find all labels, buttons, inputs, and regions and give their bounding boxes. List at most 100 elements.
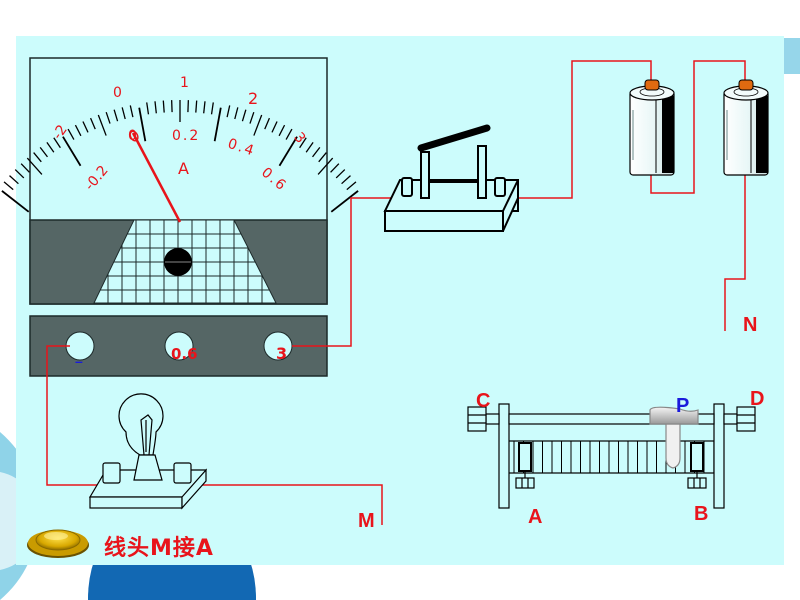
scale-tick xyxy=(129,105,134,118)
scale-tick xyxy=(318,152,327,163)
scale-tick xyxy=(346,181,357,191)
scale-tick xyxy=(210,102,214,115)
scale-tick xyxy=(305,142,314,153)
scale-tick xyxy=(89,117,96,130)
terminal-label-3: 3 xyxy=(276,344,287,363)
scale-tick xyxy=(203,101,206,114)
scale-tick xyxy=(53,137,61,149)
scale-tick xyxy=(74,124,82,137)
scale-tick xyxy=(234,107,239,120)
wire-ammeter-to-switch xyxy=(292,197,400,347)
upper-scale-label: 0 xyxy=(113,85,122,101)
scale-tick xyxy=(20,163,30,173)
bulb-base-front xyxy=(89,496,183,509)
scale-tick xyxy=(285,128,293,140)
scale-tick xyxy=(3,181,14,191)
scale-tick xyxy=(33,152,42,163)
scale-tick xyxy=(195,100,198,113)
scale-tick xyxy=(278,136,298,167)
rheostat-label-b: B xyxy=(694,503,708,525)
scale-tick xyxy=(9,175,19,185)
battery-cell xyxy=(723,79,769,176)
scale-tick xyxy=(335,169,346,179)
scale-tick xyxy=(154,101,157,114)
rheostat-label-a: A xyxy=(528,506,542,528)
rheostat-left-post xyxy=(498,403,510,509)
lower-scale-label: 0 xyxy=(128,128,137,144)
scale-tick xyxy=(162,100,165,113)
bulb-terminal-left xyxy=(102,462,121,484)
terminal-label-negative: – xyxy=(75,353,83,369)
scale-tick xyxy=(226,105,231,118)
rheostat-slider-p[interactable] xyxy=(649,406,699,425)
bulb-socket xyxy=(133,454,163,481)
terminal-0-6[interactable] xyxy=(164,331,194,361)
switch-terminal-left xyxy=(401,177,413,197)
scale-tick xyxy=(299,137,307,149)
scale-tick xyxy=(14,169,25,179)
wire-battery1-to-battery2 xyxy=(650,60,746,194)
wire-battery2-to-n xyxy=(724,175,746,331)
ammeter: -2 0 1 2 3 -0.2 0 0.2 0.4 0.6 A – 0.6 3 xyxy=(1,57,359,377)
ammeter-unit-label: A xyxy=(178,159,189,178)
scale-tick xyxy=(241,109,247,122)
terminal-label-0-6: 0.6 xyxy=(171,345,198,363)
ammeter-scale-ticks xyxy=(1,100,359,213)
wire-switch-to-battery1 xyxy=(497,60,652,199)
scale-tick xyxy=(264,117,271,130)
ammeter-needle xyxy=(131,132,182,223)
scale-tick xyxy=(121,107,126,120)
scale-tick xyxy=(113,109,119,122)
scale-tick xyxy=(312,146,321,158)
switch-base-front xyxy=(384,210,504,232)
bulb-base-side xyxy=(181,468,207,510)
scale-tick xyxy=(317,157,334,175)
battery-cell xyxy=(629,79,675,176)
terminal-c-screw xyxy=(467,406,487,432)
lower-scale-label: 0.2 xyxy=(172,128,200,144)
scale-tick xyxy=(62,136,82,167)
switch-clip-post xyxy=(477,145,487,199)
terminal-a-post xyxy=(518,442,532,472)
wire-bulb-to-m xyxy=(180,484,383,525)
scale-tick xyxy=(253,114,263,136)
rheostat-bar xyxy=(508,413,715,425)
gold-play-button-icon[interactable] xyxy=(26,523,90,559)
sliding-rheostat xyxy=(467,403,756,509)
wires xyxy=(46,60,746,525)
terminal-n-label: N xyxy=(743,314,757,336)
scale-tick xyxy=(146,102,150,115)
scale-tick xyxy=(330,190,359,213)
scale-tick xyxy=(26,157,43,175)
switch-base-side xyxy=(502,179,519,232)
terminal-b-post xyxy=(690,442,704,472)
scale-tick xyxy=(46,142,55,153)
scale-tick xyxy=(82,121,89,133)
switch-terminal-right xyxy=(494,177,506,197)
rheostat-right-post xyxy=(713,403,725,509)
scale-tick xyxy=(1,190,30,213)
bulb-terminal-right xyxy=(173,462,192,484)
scale-tick xyxy=(213,107,222,142)
rheostat-slider-contact xyxy=(665,423,681,469)
switch-blade xyxy=(417,124,491,152)
decorative-tab xyxy=(784,38,800,74)
rheostat-coil xyxy=(507,440,715,474)
needle-tip xyxy=(129,130,139,142)
scale-tick xyxy=(97,114,107,136)
upper-scale-label: 2 xyxy=(248,89,258,108)
scale-tick xyxy=(105,111,111,124)
switch-hinge-post xyxy=(420,151,430,199)
scale-tick xyxy=(39,146,48,158)
scale-tick xyxy=(330,163,340,173)
scale-tick xyxy=(67,128,75,140)
scale-tick xyxy=(341,175,351,185)
light-bulb xyxy=(88,393,208,510)
rheostat-label-d: D xyxy=(750,388,764,410)
terminal-d-screw xyxy=(736,406,756,432)
scale-tick xyxy=(271,121,278,133)
knife-switch[interactable] xyxy=(383,124,519,232)
scale-tick xyxy=(138,107,147,142)
scale-tick xyxy=(278,124,286,137)
